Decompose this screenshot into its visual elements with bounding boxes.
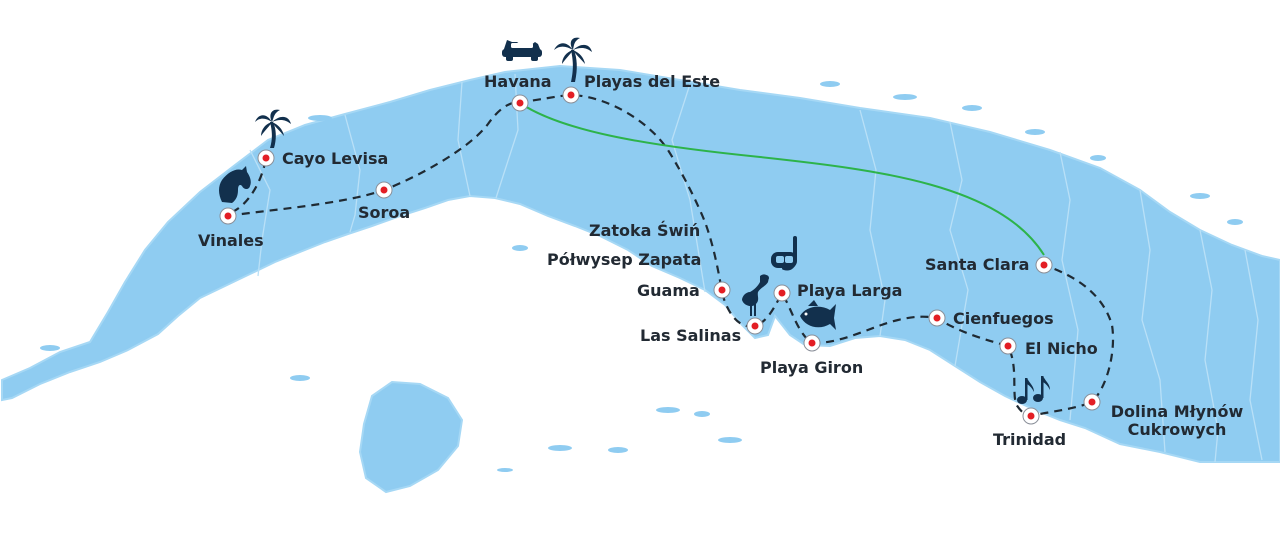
cayos	[40, 81, 1243, 472]
marker-trinidad[interactable]	[1022, 407, 1040, 425]
cuba-main-island	[0, 64, 1280, 463]
marker-playa-larga[interactable]	[773, 284, 791, 302]
label-las-salinas: Las Salinas	[640, 326, 742, 345]
isla-de-la-juventud	[358, 380, 464, 494]
stop-markers	[219, 86, 1101, 425]
marker-havana[interactable]	[511, 94, 529, 112]
marker-soroa[interactable]	[375, 181, 393, 199]
label-el-nicho: El Nicho	[1025, 339, 1098, 358]
route-direct-havana-santa-clara	[519, 102, 1045, 256]
label-trinidad: Trinidad	[993, 430, 1067, 449]
palm-tree-icon	[554, 37, 592, 82]
label-guama: Guama	[637, 281, 700, 300]
label-dolina-mlynow-cukrowych: Dolina Młynów Cukrowych	[1106, 403, 1248, 439]
label-santa-clara: Santa Clara	[925, 255, 1030, 274]
snorkel-icon	[771, 236, 797, 271]
label-playa-larga: Playa Larga	[797, 281, 903, 300]
marker-vinales[interactable]	[219, 207, 237, 225]
marker-cienfuegos[interactable]	[928, 309, 946, 327]
marker-dolina-mlynow[interactable]	[1083, 393, 1101, 411]
marker-playa-giron[interactable]	[803, 334, 821, 352]
marker-playas-del-este[interactable]	[562, 86, 580, 104]
flamingo-icon	[742, 274, 769, 316]
label-zatoka-swin: Zatoka Świń	[589, 221, 701, 240]
label-dolina-line1: Dolina Młynów	[1110, 402, 1244, 421]
label-dolina-line2: Cukrowych	[1127, 420, 1227, 439]
label-cienfuegos: Cienfuegos	[953, 309, 1054, 328]
horse-icon	[219, 166, 251, 203]
marker-las-salinas[interactable]	[746, 317, 764, 335]
car-icon	[502, 40, 542, 61]
marker-guama[interactable]	[713, 281, 731, 299]
label-havana: Havana	[484, 72, 552, 91]
label-soroa: Soroa	[358, 203, 411, 222]
marker-cayo-levisa[interactable]	[257, 149, 275, 167]
music-notes-icon	[1017, 376, 1050, 404]
marker-santa-clara[interactable]	[1035, 256, 1053, 274]
marker-el-nicho[interactable]	[999, 337, 1017, 355]
label-playa-giron: Playa Giron	[760, 358, 864, 377]
label-polwysep-zapata: Półwysep Zapata	[547, 250, 702, 269]
label-cayo-levisa: Cayo Levisa	[282, 149, 389, 168]
label-vinales: Vinales	[198, 231, 264, 250]
fish-icon	[800, 300, 836, 330]
palm-tree-icon	[255, 109, 291, 148]
label-playas-del-este: Playas del Este	[584, 72, 721, 91]
